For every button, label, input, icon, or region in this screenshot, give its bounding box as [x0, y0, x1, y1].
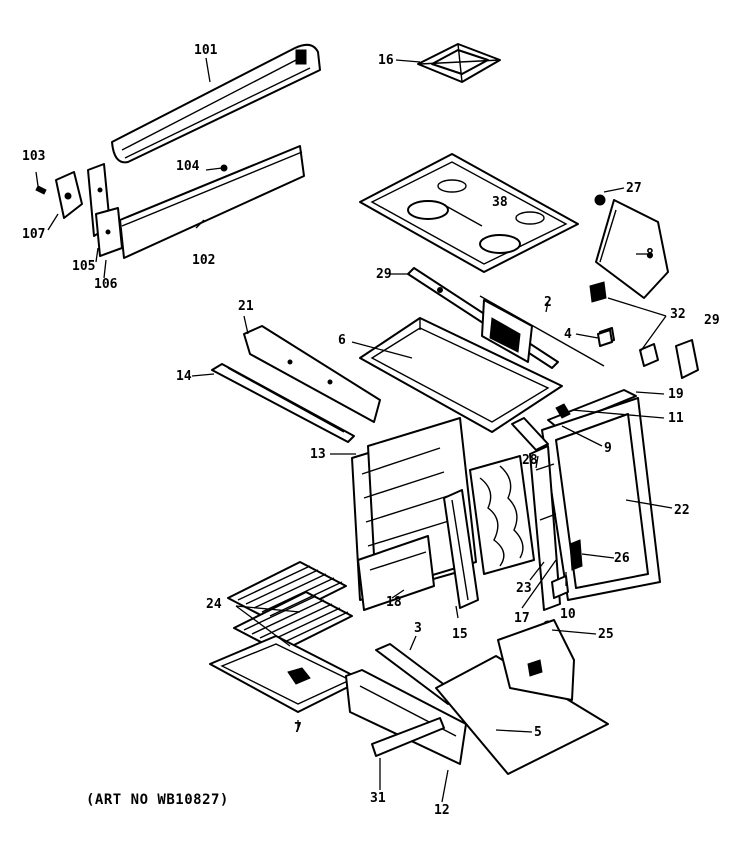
label-27: 27	[626, 181, 642, 196]
label-23: 23	[516, 581, 532, 596]
label-17: 17	[514, 611, 530, 626]
label-2: 2	[544, 295, 552, 310]
part-102-back-panel	[119, 145, 305, 259]
part-2-valve-assembly	[479, 295, 605, 367]
label-105: 105	[72, 259, 96, 274]
label-4: 4	[564, 327, 572, 342]
part-103-pin	[35, 185, 47, 195]
label-11: 11	[668, 411, 684, 426]
part-107-timer-plate	[55, 171, 83, 219]
label-18: 18	[386, 595, 402, 610]
label-14: 14	[176, 369, 192, 384]
label-101: 101	[194, 43, 218, 58]
label-31: 31	[370, 791, 386, 806]
label-104: 104	[176, 159, 200, 174]
label-10: 10	[560, 607, 576, 622]
art-number-caption: (ART NO WB10827)	[86, 792, 229, 808]
part-18-shelf	[357, 535, 435, 611]
part-21-bracket	[243, 325, 381, 423]
part-6-burner-box	[359, 317, 563, 433]
label-15: 15	[452, 627, 468, 642]
part-38-cooktop	[359, 153, 579, 273]
part-26-10-clips	[551, 539, 583, 599]
label-32: 32	[670, 307, 686, 322]
part-8-side-panel	[595, 199, 669, 299]
label-13: 13	[310, 447, 326, 462]
part-31-handle	[371, 717, 445, 757]
part-22-door-frame	[541, 397, 661, 601]
part-28-side-column	[529, 445, 561, 611]
part-15-oven-burner	[443, 489, 479, 609]
label-16: 16	[378, 53, 394, 68]
label-3: 3	[414, 621, 422, 636]
label-8: 8	[646, 247, 654, 262]
label-28: 28	[522, 453, 538, 468]
label-29: 29	[376, 267, 392, 282]
label-102: 102	[192, 253, 216, 268]
part-105-106-bracket	[87, 163, 123, 257]
label-25: 25	[598, 627, 614, 642]
part-7-broiler-pan	[209, 635, 363, 713]
label-22: 22	[674, 503, 690, 518]
part-101-vent-trim	[111, 43, 321, 164]
label-9: 9	[604, 441, 612, 456]
label-24: 24	[206, 597, 222, 612]
label-21: 21	[238, 299, 254, 314]
part-20-box	[675, 339, 699, 379]
label-6: 6	[338, 333, 346, 348]
part-16-burner-grate	[417, 43, 501, 83]
label-38: 38	[492, 195, 508, 210]
label-26: 26	[614, 551, 630, 566]
part-9-11-hinges	[511, 403, 571, 451]
part-14-rail	[211, 363, 355, 443]
label-20: 29	[704, 313, 720, 328]
label-19: 19	[668, 387, 684, 402]
label-12: 12	[434, 803, 450, 818]
leader-lines	[35, 57, 673, 803]
part-5-base-pan	[435, 619, 609, 775]
label-7: 7	[294, 721, 302, 736]
label-106: 106	[94, 277, 118, 292]
label-107: 107	[22, 227, 46, 242]
part-4-clip	[597, 329, 613, 347]
label-103: 103	[22, 149, 46, 164]
part-insulation	[469, 455, 535, 575]
part-27-knob	[594, 194, 606, 206]
label-5: 5	[534, 725, 542, 740]
